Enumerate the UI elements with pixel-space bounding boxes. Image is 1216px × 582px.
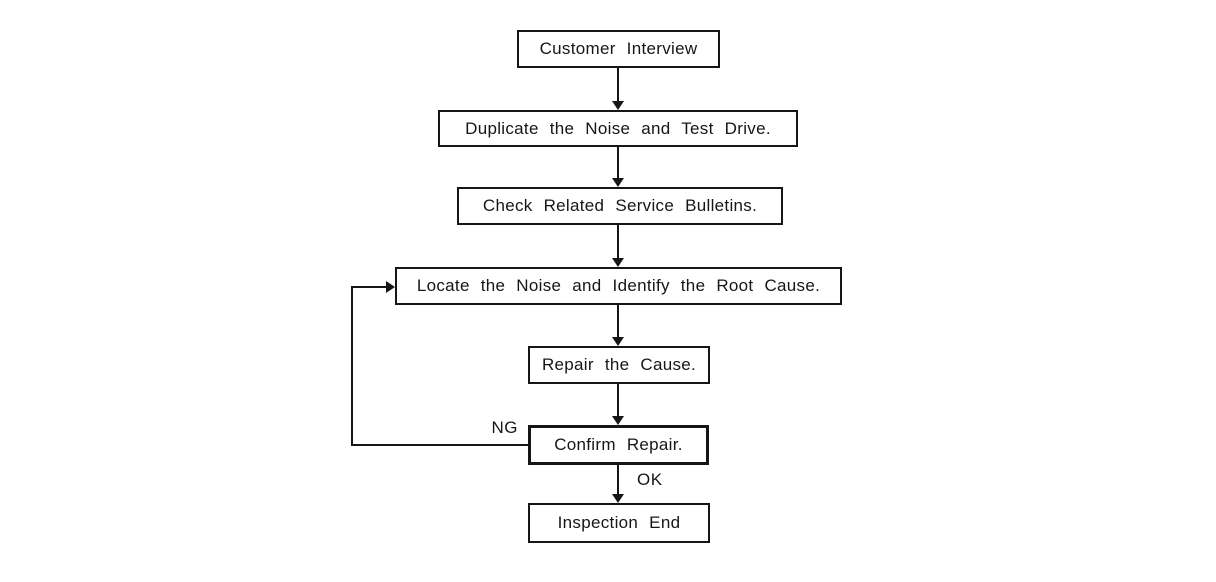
flow-node-customer-interview: Customer Interview bbox=[517, 30, 720, 68]
flow-node-check-service-bulletins: Check Related Service Bulletins. bbox=[457, 187, 783, 225]
flow-node-inspection-end: Inspection End bbox=[528, 503, 710, 543]
flow-node-label: Confirm Repair. bbox=[554, 435, 683, 454]
flow-node-label: Repair the Cause. bbox=[541, 355, 697, 374]
flow-node-label: Customer Interview bbox=[539, 39, 698, 58]
arrowhead-down-3 bbox=[612, 258, 624, 267]
flow-node-label: Duplicate the Noise and Test Drive. bbox=[465, 118, 771, 138]
flow-node-confirm-repair: Confirm Repair. bbox=[528, 425, 709, 465]
arrowhead-down-5 bbox=[612, 416, 624, 425]
arrowhead-right-ng-loop bbox=[386, 281, 395, 293]
flow-node-duplicate-noise-test-drive: Duplicate the Noise and Test Drive. bbox=[438, 110, 798, 147]
flow-node-locate-noise-root-cause: Locate the Noise and Identify the Root C… bbox=[395, 267, 842, 305]
flow-node-repair-the-cause: Repair the Cause. bbox=[528, 346, 710, 384]
edge-label-ng: NG bbox=[491, 418, 518, 437]
arrowhead-down-2 bbox=[612, 178, 624, 187]
arrowhead-down-4 bbox=[612, 337, 624, 346]
ng-loopback-line bbox=[351, 286, 528, 446]
arrowhead-down-1 bbox=[612, 101, 624, 110]
arrowhead-down-6 bbox=[612, 494, 624, 503]
flow-node-label: Locate the Noise and Identify the Root C… bbox=[416, 276, 821, 295]
flow-node-label: Check Related Service Bulletins. bbox=[482, 196, 758, 215]
flow-node-label: Inspection End bbox=[557, 513, 681, 532]
edge-label-ok: OK bbox=[637, 470, 663, 489]
